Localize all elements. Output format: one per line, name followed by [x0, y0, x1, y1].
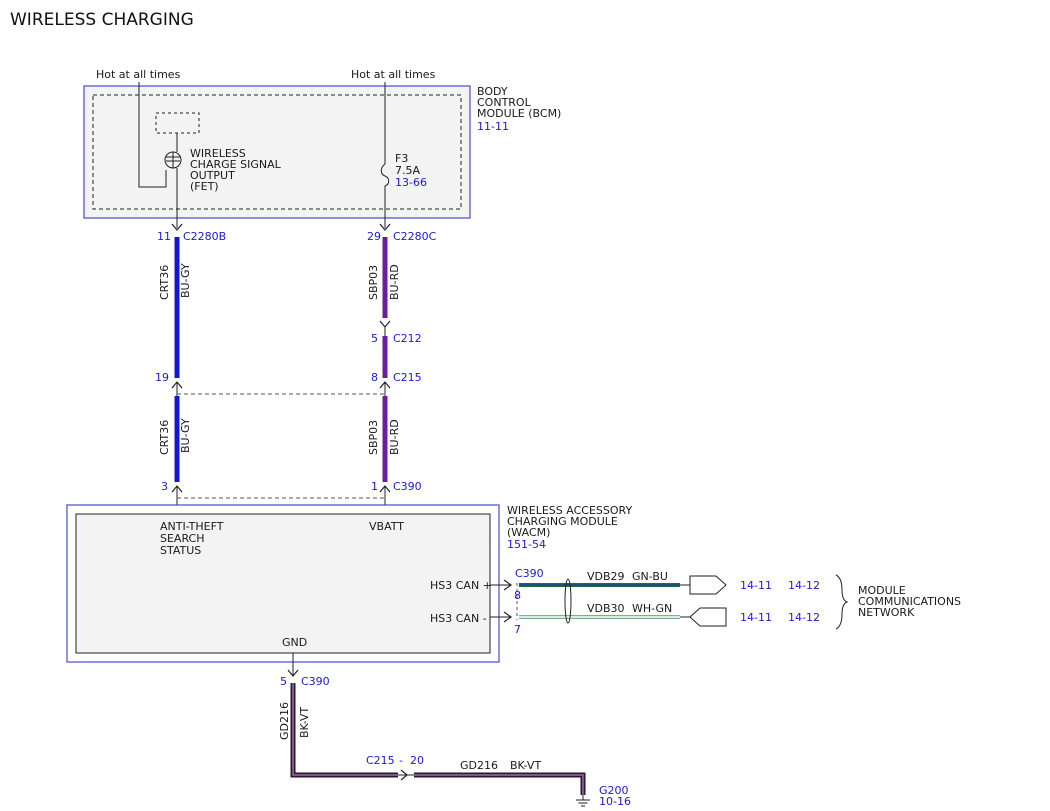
- gd216-vertical-circuit: GD216: [278, 702, 291, 740]
- c390-gnd-arrow: [287, 669, 299, 677]
- ground-icon: [576, 799, 590, 807]
- fuse-ref-link[interactable]: 13-66: [395, 176, 427, 189]
- fet-label-line4: (FET): [190, 180, 219, 193]
- wacm-pin-vbatt: VBATT: [369, 520, 404, 533]
- c2280b-pin: 11: [157, 230, 171, 243]
- vdb29-circuit: VDB29: [587, 570, 625, 583]
- wacm-pin-gnd: GND: [282, 636, 307, 649]
- c2280b-label[interactable]: C2280B: [183, 230, 226, 243]
- wacm-module-inner-box: [75, 513, 491, 654]
- c215-gnd-dash: -: [399, 754, 403, 767]
- diagram-title: WIRELESS CHARGING: [10, 10, 194, 30]
- gd216-horizontal-color: BK-VT: [510, 759, 541, 772]
- c2280c-pin: 29: [367, 230, 381, 243]
- wacm-pin-antitheft-line2: SEARCH: [160, 532, 205, 545]
- sbp03-lower-color: BU-RD: [388, 419, 401, 455]
- crt36-upper-color: BU-GY: [179, 263, 192, 298]
- c212-label[interactable]: C212: [393, 332, 422, 345]
- wacm-ref-link[interactable]: 151-54: [507, 538, 546, 551]
- c215-pin-right: 8: [371, 371, 378, 384]
- c390-can-pin-plus: 8: [514, 589, 521, 602]
- ground-ref-link[interactable]: 10-16: [599, 795, 631, 808]
- wacm-label-line3: (WACM): [507, 526, 550, 539]
- sbp03-lower-circuit: SBP03: [367, 420, 380, 455]
- ground-g200-label[interactable]: G200: [599, 784, 629, 797]
- c215-gnd-pin: 20: [410, 754, 424, 767]
- c390-pin-left: 3: [161, 480, 168, 493]
- vdb29-color: GN-BU: [632, 570, 668, 583]
- fuse-name: F3: [395, 152, 408, 165]
- bcm-ref-link[interactable]: 11-11: [477, 120, 509, 133]
- bcm-label-line2: CONTROL: [477, 96, 532, 109]
- fet-label-line2: CHARGE SIGNAL: [190, 158, 282, 171]
- fet-label-line3: OUTPUT: [190, 169, 235, 182]
- wacm-pin-can-plus: HS3 CAN +: [430, 579, 492, 592]
- gd216-ground-wire-horizontal: [414, 772, 586, 795]
- c390-gnd-pin: 5: [280, 675, 287, 688]
- network-ref-b2[interactable]: 14-12: [788, 611, 820, 624]
- network-label-line1: MODULE: [858, 584, 906, 597]
- c390-pin-right: 1: [371, 480, 378, 493]
- hot-at-all-times-label-right: Hot at all times: [351, 68, 436, 81]
- network-ref-a1[interactable]: 14-11: [740, 579, 772, 592]
- c215-gnd-label[interactable]: C215: [366, 754, 395, 767]
- c390-label[interactable]: C390: [393, 480, 422, 493]
- c215-pin-left: 19: [155, 371, 169, 384]
- wacm-label-line2: CHARGING MODULE: [507, 515, 618, 528]
- gd216-vertical-color: BK-VT: [298, 707, 311, 738]
- sbp03-upper-circuit: SBP03: [367, 265, 380, 300]
- bcm-label-line3: MODULE (BCM): [477, 107, 561, 120]
- c390-gnd-label[interactable]: C390: [301, 675, 330, 688]
- c390-can-minus-arrow: [503, 611, 513, 623]
- c2280b-connector-arrow: [171, 223, 183, 231]
- fet-label-line1: WIRELESS: [190, 147, 246, 160]
- hot-feed-left-wire: [138, 82, 167, 188]
- gd216-horizontal-circuit: GD216: [460, 759, 498, 772]
- bcm-label-line1: BODY: [477, 85, 508, 98]
- can-high-offpage-connector[interactable]: [689, 575, 727, 595]
- hot-at-all-times-label-left: Hot at all times: [96, 68, 181, 81]
- vdb30-color: WH-GN: [632, 602, 672, 615]
- c390-can-pin-minus: 7: [514, 623, 521, 636]
- fuse-f3-symbol: [380, 163, 390, 187]
- wacm-pin-can-minus: HS3 CAN -: [430, 612, 487, 625]
- sbp03-upper-color: BU-RD: [388, 264, 401, 300]
- crt36-upper-circuit: CRT36: [158, 265, 171, 300]
- bcm-module-box: [83, 85, 471, 219]
- wacm-label-line1: WIRELESS ACCESSORY: [507, 504, 632, 517]
- crt36-lower-circuit: CRT36: [158, 420, 171, 455]
- network-ref-b1[interactable]: 14-12: [788, 579, 820, 592]
- network-label-line2: COMMUNICATIONS: [858, 595, 961, 608]
- wacm-pin-antitheft-line3: STATUS: [160, 544, 201, 557]
- c2280c-connector-arrow: [379, 223, 391, 231]
- fuse-rating: 7.5A: [395, 164, 420, 177]
- twisted-pair-symbol: [564, 578, 572, 624]
- c212-connector-arrow: [379, 320, 391, 328]
- c212-pin: 5: [371, 332, 378, 345]
- vdb30-circuit: VDB30: [587, 602, 625, 615]
- crt36-lower-color: BU-GY: [179, 418, 192, 453]
- can-low-offpage-connector[interactable]: [689, 607, 727, 627]
- c215-label[interactable]: C215: [393, 371, 422, 384]
- network-label-line3: NETWORK: [858, 606, 915, 619]
- c390-can-plus-arrow: [503, 579, 513, 591]
- c390-can-label[interactable]: C390: [515, 567, 544, 580]
- network-ref-a2[interactable]: 14-11: [740, 611, 772, 624]
- wacm-pin-antitheft-line1: ANTI-THEFT: [160, 520, 224, 533]
- network-brace: [835, 574, 849, 630]
- bcm-internal-dashed-box: [92, 94, 462, 210]
- c2280c-label[interactable]: C2280C: [393, 230, 437, 243]
